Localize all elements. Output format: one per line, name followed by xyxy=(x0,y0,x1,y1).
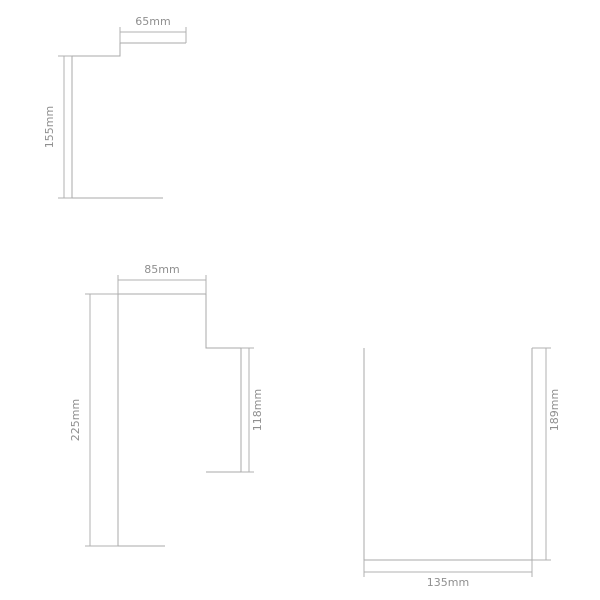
dim-label-135mm: 135mm xyxy=(427,576,469,589)
dim-label-65mm: 65mm xyxy=(135,15,170,28)
profile-a-dim-height-left: 155mm xyxy=(43,55,72,199)
profile-c-dim-height-right: 189mm xyxy=(532,347,561,561)
profile-b-dim-width-top: 85mm xyxy=(117,263,207,294)
profile-b-dim-height-left: 225mm xyxy=(69,293,118,547)
dim-label-118mm: 118mm xyxy=(251,389,264,431)
profile-c: 189mm 135mm xyxy=(363,347,561,589)
profile-a-outline xyxy=(71,42,186,199)
profile-c-dim-width-bottom: 135mm xyxy=(363,560,533,589)
profile-c-outline xyxy=(363,348,533,561)
dim-label-225mm: 225mm xyxy=(69,399,82,441)
dim-label-189mm: 189mm xyxy=(548,389,561,431)
profile-a-dim-width-top: 65mm xyxy=(119,15,187,43)
profile-b-dim-height-right: 118mm xyxy=(241,347,264,473)
dim-label-85mm: 85mm xyxy=(144,263,179,276)
dim-label-155mm: 155mm xyxy=(43,106,56,148)
profile-b: 85mm 225mm 118mm xyxy=(69,263,264,547)
profile-a: 65mm 155mm xyxy=(43,15,187,199)
profile-b-outline xyxy=(117,293,242,547)
